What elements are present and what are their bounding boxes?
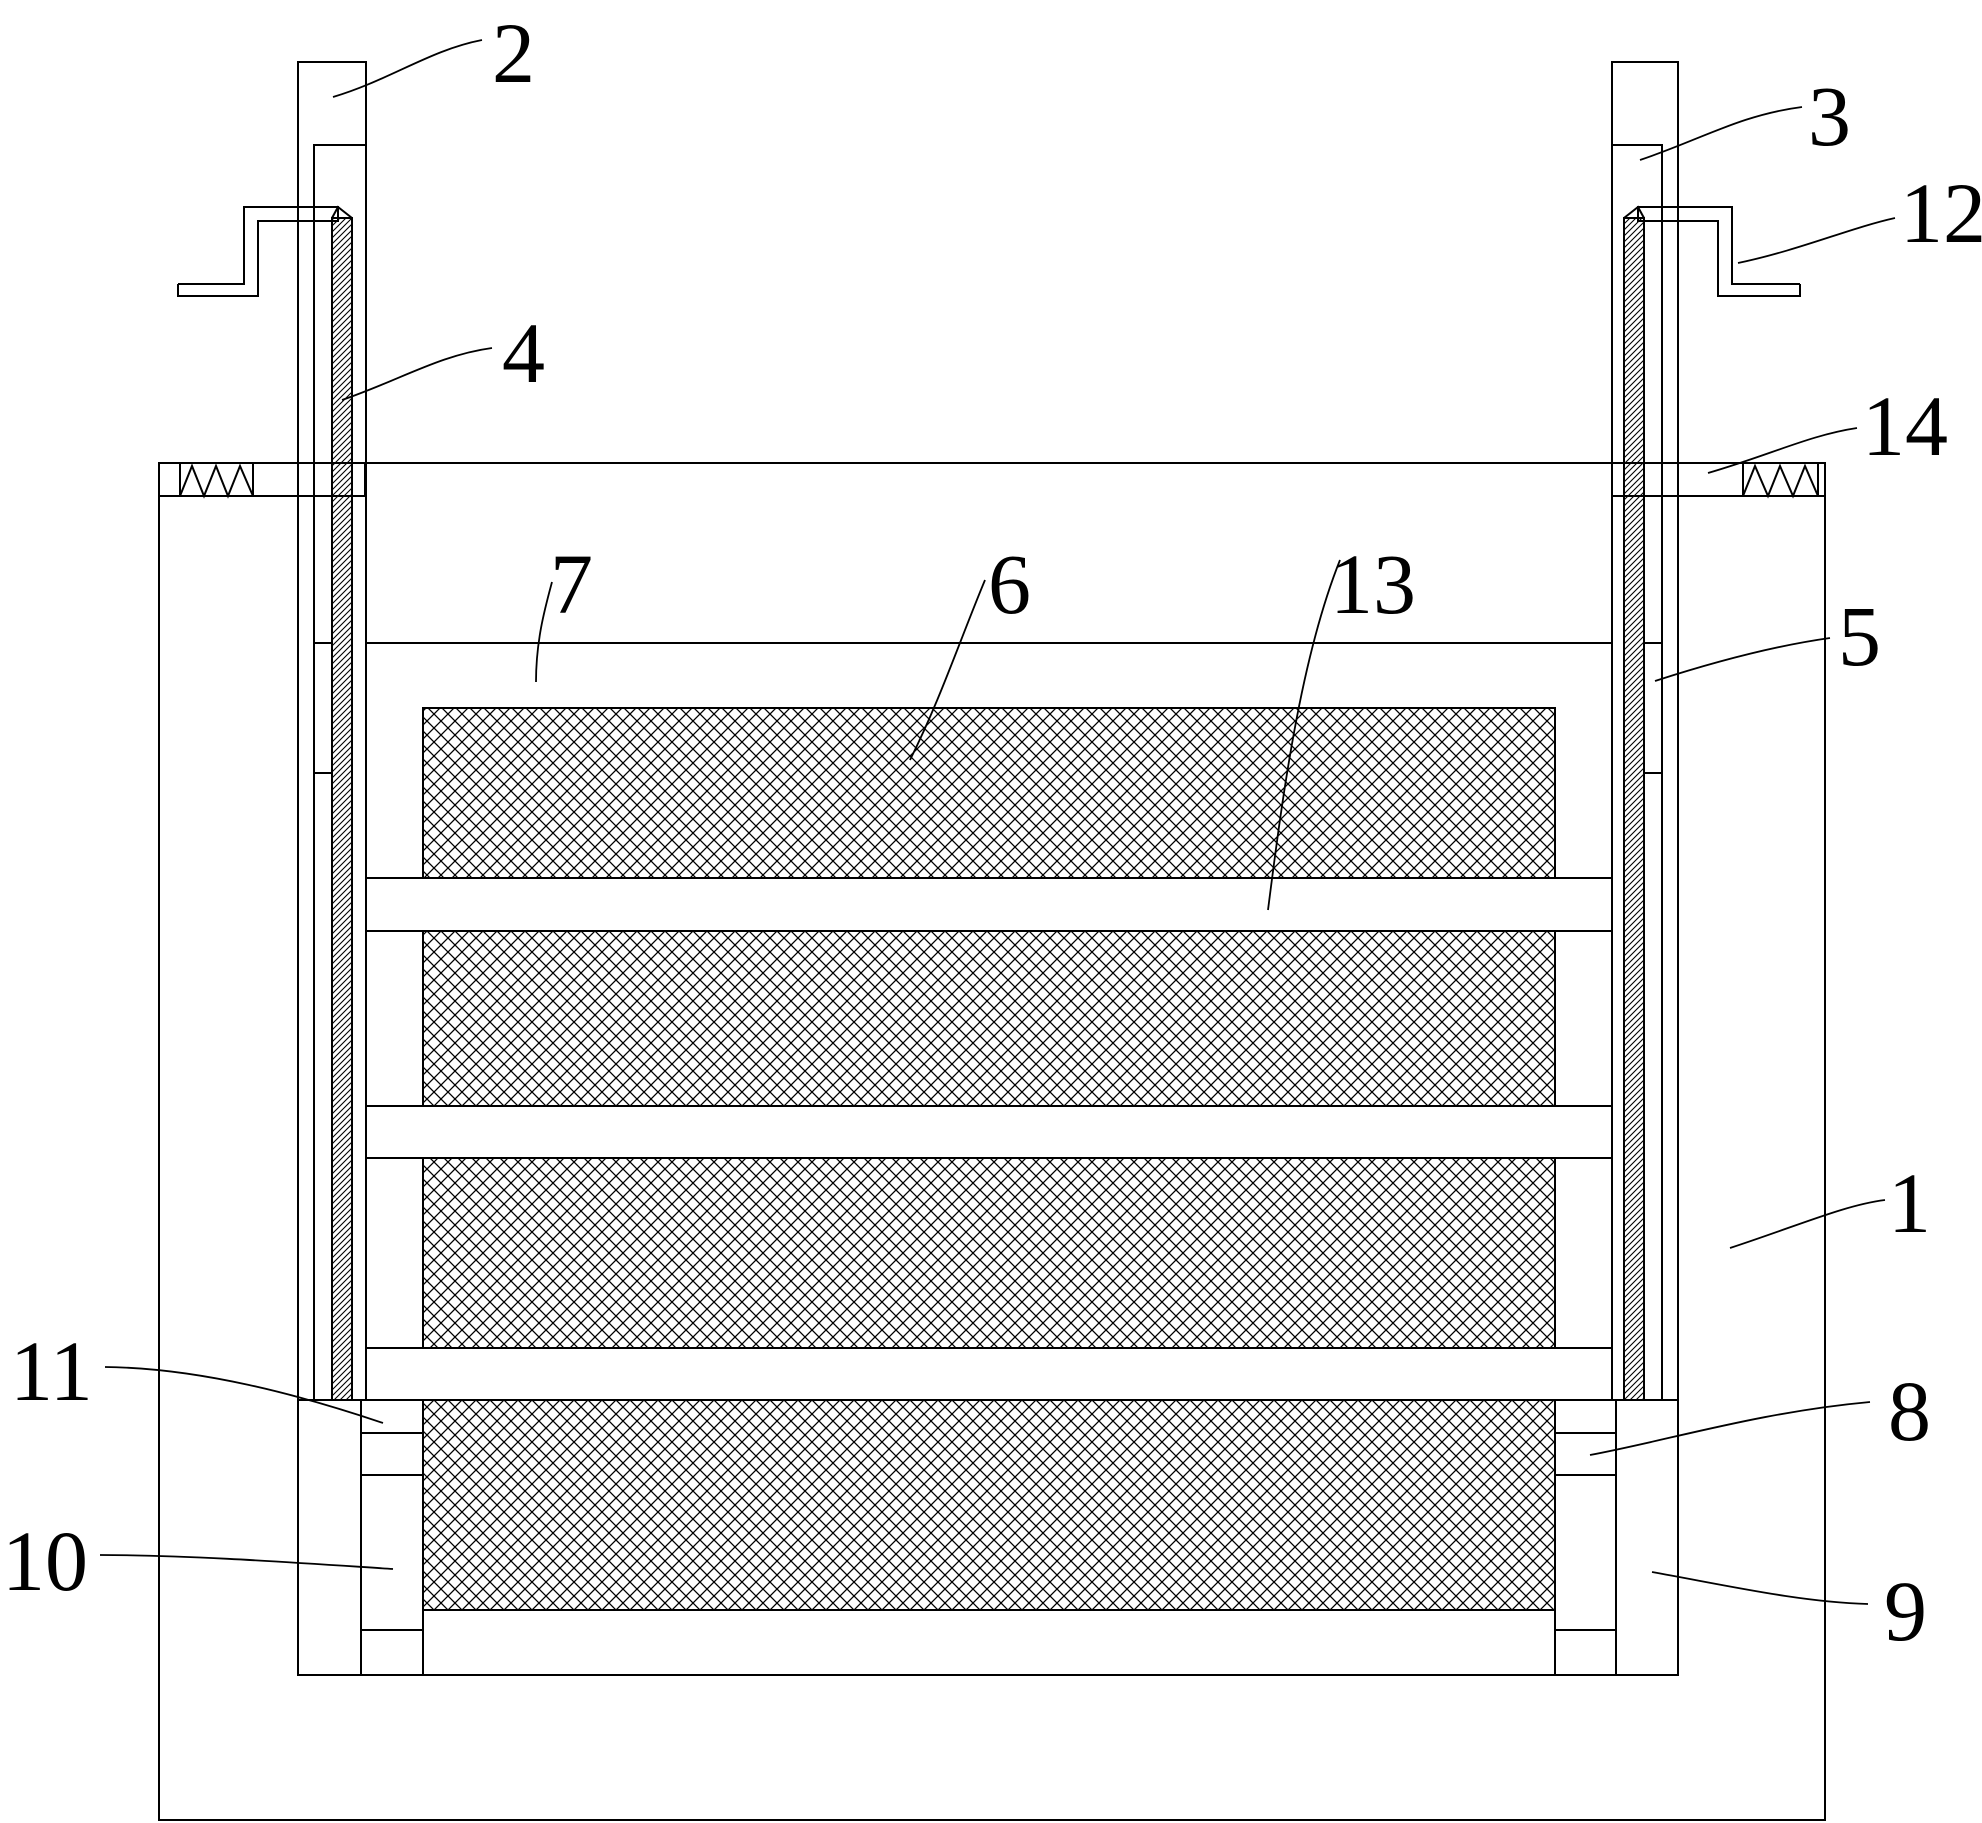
filter-pack-1 xyxy=(422,707,1556,879)
filter-pack-2 xyxy=(422,930,1556,1107)
spring-left xyxy=(179,462,254,497)
leader-13 xyxy=(1267,559,1341,911)
outer-housing xyxy=(158,462,1826,1821)
label-3: 3 xyxy=(1808,68,1851,164)
filter-pack-4 xyxy=(422,1399,1556,1611)
leader-6 xyxy=(909,579,986,761)
separator-bar-1 xyxy=(365,877,1613,932)
label-10: 10 xyxy=(2,1513,88,1609)
label-13: 13 xyxy=(1330,536,1416,632)
label-7: 7 xyxy=(550,536,593,632)
leader-12 xyxy=(1737,217,1896,264)
leader-3 xyxy=(1639,106,1803,161)
label-11: 11 xyxy=(10,1323,93,1419)
spring-left-zigzag xyxy=(179,463,254,499)
leader-9 xyxy=(1651,1571,1869,1605)
label-12: 12 xyxy=(1900,165,1982,261)
leader-7 xyxy=(535,581,553,683)
left-handle xyxy=(177,206,339,297)
label-9: 9 xyxy=(1884,1563,1927,1659)
right-handle xyxy=(1637,206,1801,297)
left-hatched-plate xyxy=(331,217,353,1401)
separator-bar-3 xyxy=(365,1347,1613,1401)
label-2: 2 xyxy=(492,5,535,101)
right-hatched-plate xyxy=(1623,217,1645,1401)
filter-pack-3 xyxy=(422,1157,1556,1349)
left-post-notch xyxy=(313,144,366,227)
leader-8 xyxy=(1589,1401,1871,1456)
label-6: 6 xyxy=(988,536,1031,632)
label-14: 14 xyxy=(1862,378,1948,474)
left-handle-hook xyxy=(331,205,353,219)
leader-5 xyxy=(1654,637,1831,682)
leader-4 xyxy=(341,347,493,401)
right-handle-hook xyxy=(1623,205,1645,219)
leader-1 xyxy=(1729,1199,1886,1249)
leader-11 xyxy=(104,1366,384,1424)
separator-bar-2 xyxy=(365,1105,1613,1159)
label-5: 5 xyxy=(1838,588,1881,684)
leader-2 xyxy=(332,39,483,98)
label-1: 1 xyxy=(1888,1155,1931,1251)
right-post-notch xyxy=(1612,144,1663,227)
leader-10 xyxy=(99,1554,394,1570)
spring-right xyxy=(1742,462,1819,497)
spring-right-zigzag xyxy=(1742,463,1819,499)
label-8: 8 xyxy=(1888,1363,1931,1459)
label-4: 4 xyxy=(502,305,545,401)
leader-14 xyxy=(1707,427,1858,474)
